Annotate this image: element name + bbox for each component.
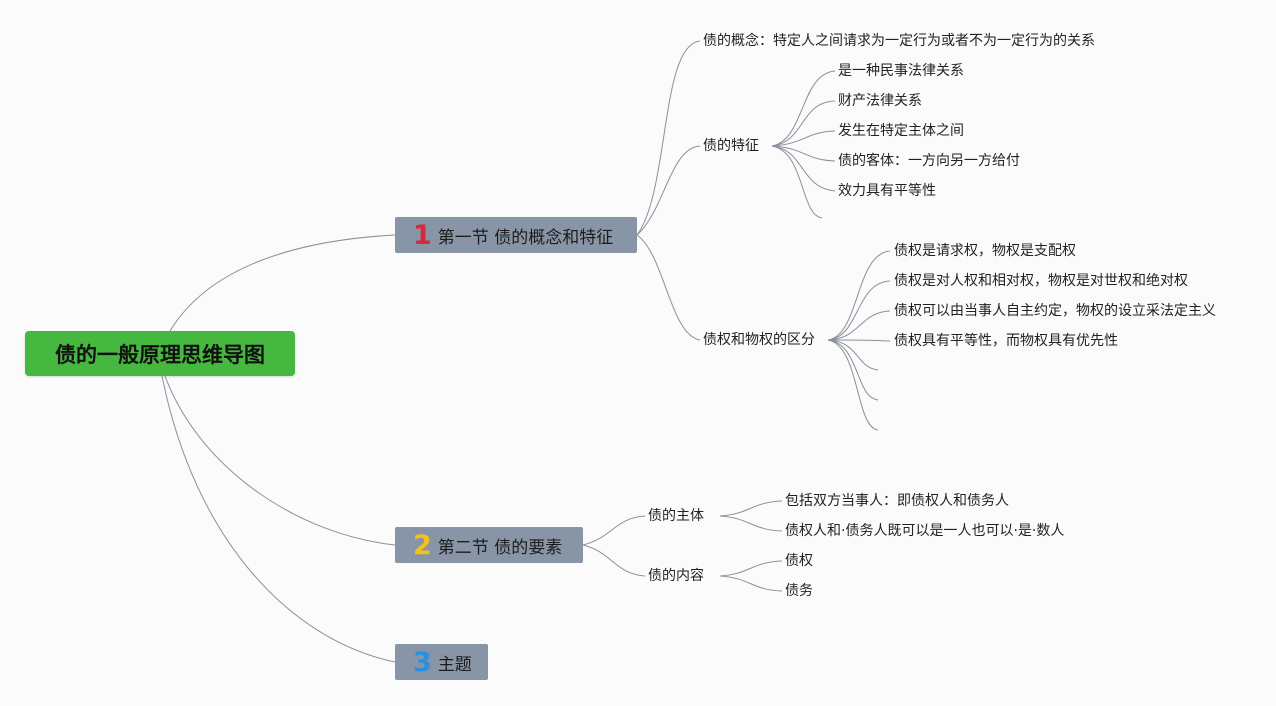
- topic-debt-subject[interactable]: 债的主体: [648, 508, 704, 524]
- section-2-label: 第二节 债的要素: [437, 537, 563, 558]
- difference-item[interactable]: 债权具有平等性，而物权具有优先性: [894, 333, 1118, 349]
- root-topic[interactable]: 债的一般原理思维导图: [25, 331, 295, 376]
- link-s1-concept: [636, 40, 701, 236]
- number-2-icon: 2: [413, 529, 432, 561]
- subject-item[interactable]: 债权人和·债务人既可以是一人也可以·是·数人: [785, 523, 1065, 539]
- feature-item[interactable]: 效力具有平等性: [838, 183, 936, 199]
- section-2-topic[interactable]: 2 第二节 债的要素: [395, 527, 583, 563]
- feature-item[interactable]: 是一种民事法律关系: [838, 63, 964, 79]
- difference-item[interactable]: 债权是请求权，物权是支配权: [894, 243, 1076, 259]
- link-root-s3: [161, 375, 396, 663]
- section-3-label: 主题: [437, 654, 472, 675]
- topic-claim-property-difference[interactable]: 债权和物权的区分: [703, 332, 815, 348]
- feature-item[interactable]: 财产法律关系: [838, 93, 922, 109]
- link-root-s2: [164, 375, 396, 546]
- section-1-topic[interactable]: 1 第一节 债的概念和特征: [395, 217, 637, 253]
- difference-item[interactable]: 债权可以由当事人自主约定，物权的设立采法定主义: [894, 303, 1216, 319]
- subject-item[interactable]: 包括双方当事人：即债权人和债务人: [785, 493, 1009, 509]
- topic-debt-content[interactable]: 债的内容: [648, 568, 704, 584]
- number-1-icon: 1: [413, 219, 432, 251]
- feature-item[interactable]: 发生在特定主体之间: [838, 123, 964, 139]
- number-3-icon: 3: [413, 646, 432, 678]
- difference-item[interactable]: 债权是对人权和相对权，物权是对世权和绝对权: [894, 273, 1188, 289]
- feature-item[interactable]: 债的客体：一方向另一方给付: [838, 153, 1020, 169]
- section-3-topic[interactable]: 3 主题: [395, 644, 488, 680]
- topic-debt-features[interactable]: 债的特征: [703, 138, 759, 154]
- link-s1-features: [636, 145, 701, 236]
- section-1-label: 第一节 债的概念和特征: [437, 227, 614, 248]
- topic-debt-concept[interactable]: 债的概念：特定人之间请求为一定行为或者不为一定行为的关系: [703, 33, 1095, 49]
- link-s1-diff: [636, 234, 701, 341]
- content-item[interactable]: 债务: [785, 583, 813, 599]
- root-title: 债的一般原理思维导图: [55, 342, 265, 367]
- link-root-s1: [169, 234, 396, 332]
- content-item[interactable]: 债权: [785, 553, 813, 569]
